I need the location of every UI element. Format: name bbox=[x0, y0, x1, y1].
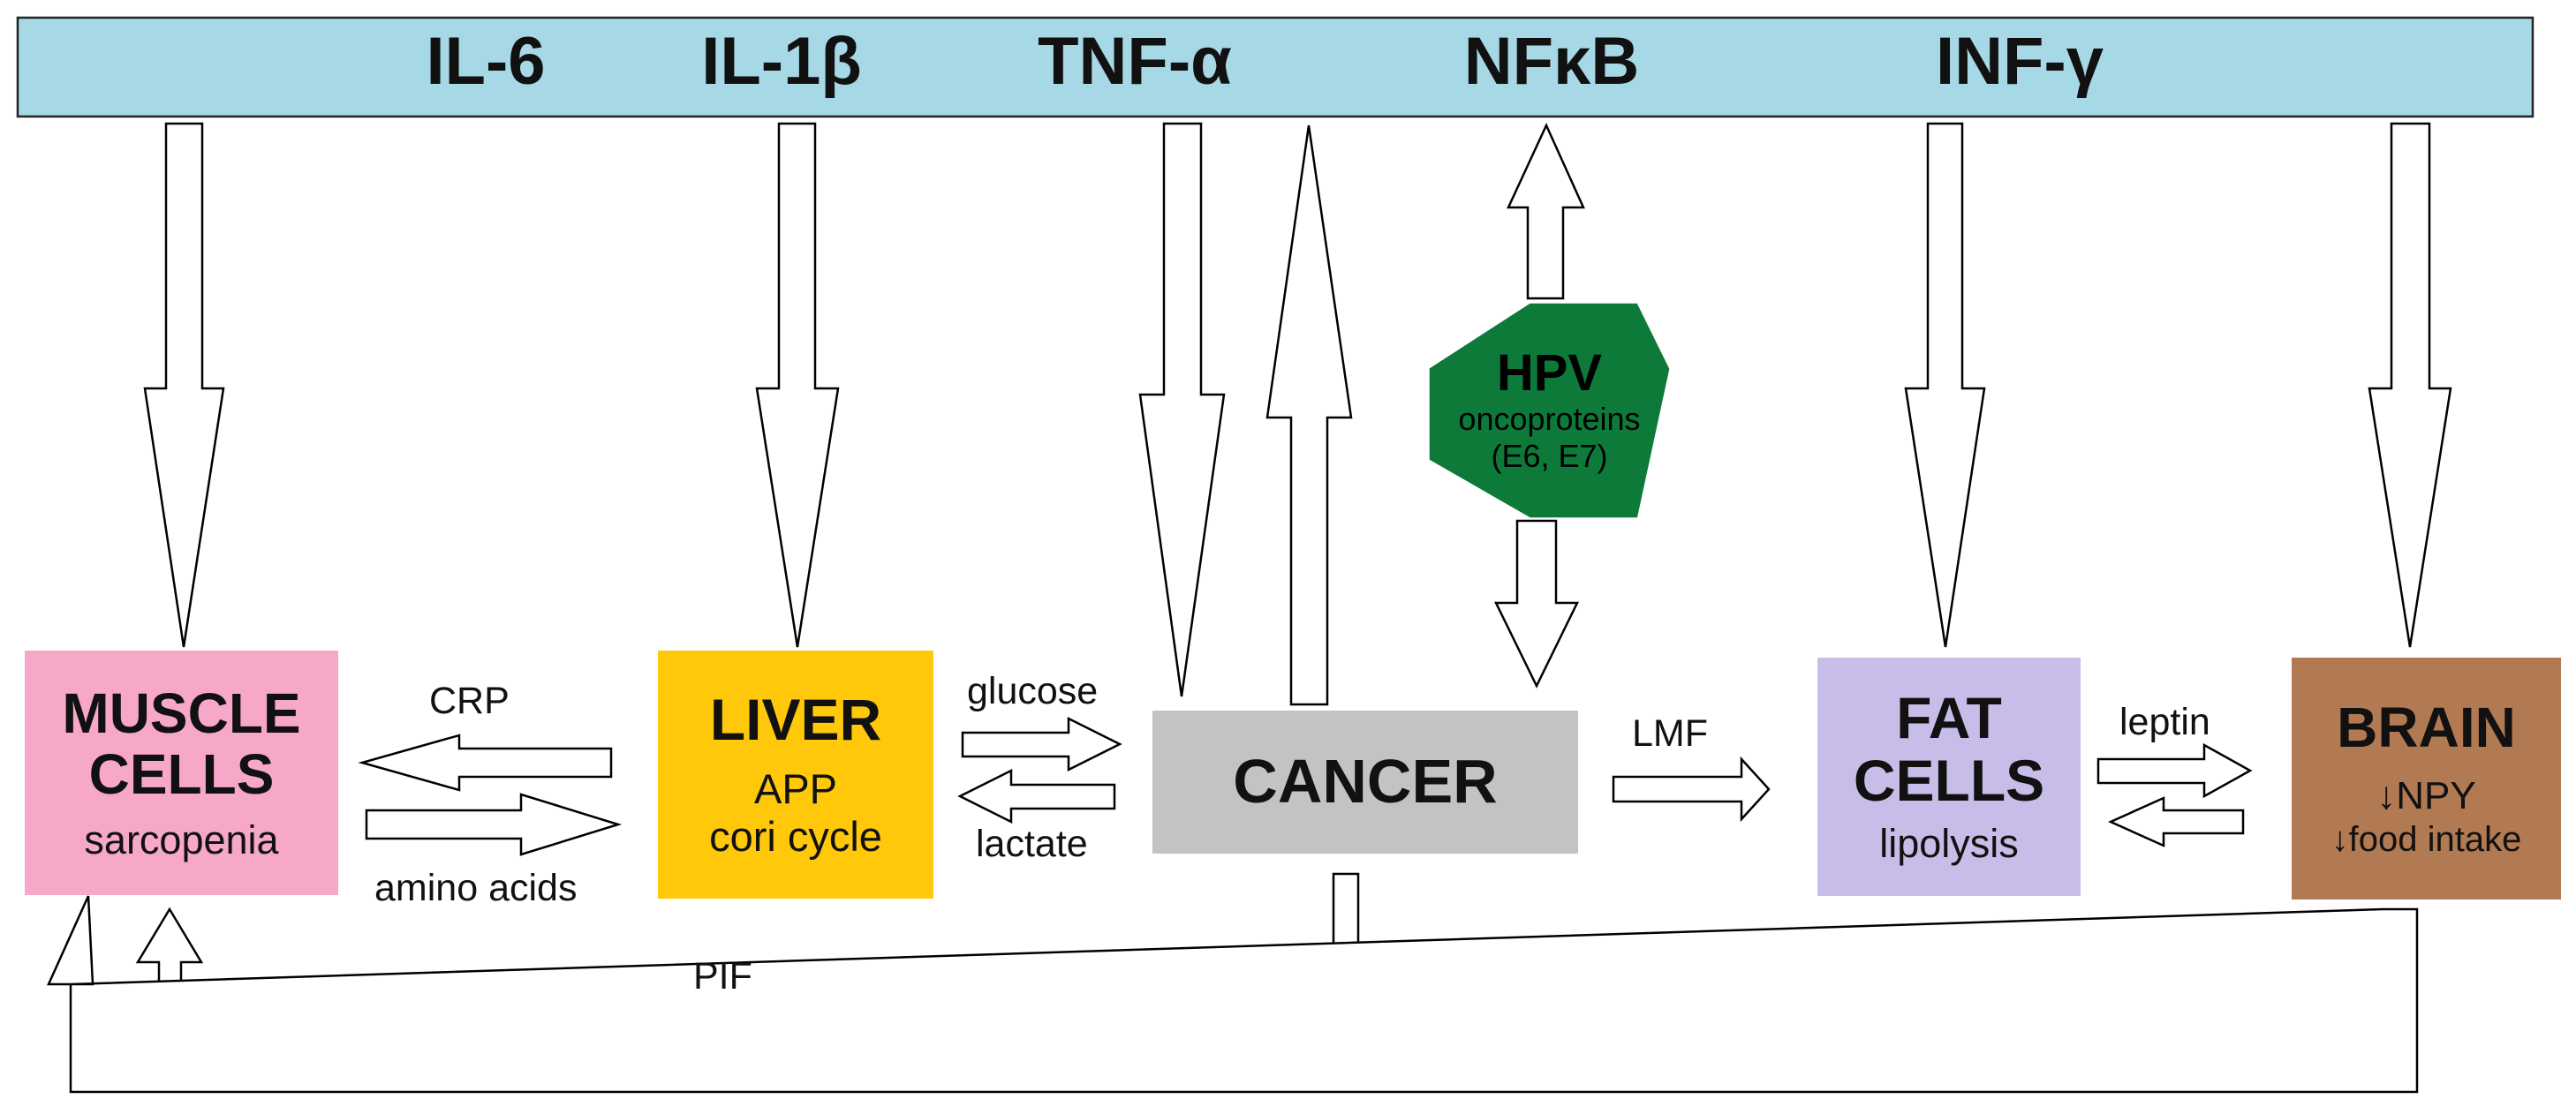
brain-title: BRAIN bbox=[2337, 696, 2516, 760]
label-amino-acids: amino acids bbox=[374, 867, 578, 909]
fat-cells-node: FAT CELLS lipolysis bbox=[1817, 658, 2081, 896]
label-lactate: lactate bbox=[976, 823, 1088, 865]
arrow-hpv-to-nfkb bbox=[1507, 122, 1585, 300]
cancer-title: CANCER bbox=[1233, 747, 1498, 817]
cancer-node: CANCER bbox=[1152, 711, 1578, 854]
hpv-title: HPV bbox=[1496, 343, 1603, 402]
arrow-crp bbox=[358, 734, 613, 792]
brain-node: BRAIN ↓NPY ↓food intake bbox=[2292, 658, 2561, 899]
arrow-leptin bbox=[2096, 742, 2253, 799]
muscle-subtitle: sarcopenia bbox=[84, 817, 279, 862]
label-pif: PIF bbox=[693, 955, 752, 997]
arrow-inf-to-fat bbox=[1904, 122, 1986, 648]
label-leptin: leptin bbox=[2119, 701, 2210, 743]
muscle-cells-node: MUSCLE CELLS sarcopenia bbox=[25, 651, 338, 895]
liver-line2: cori cycle bbox=[709, 813, 882, 861]
arrow-cancer-to-banner bbox=[1265, 124, 1353, 706]
label-crp: CRP bbox=[429, 680, 510, 722]
arrow-il1b-to-liver bbox=[755, 122, 840, 648]
fat-subtitle: lipolysis bbox=[1879, 821, 2019, 867]
hpv-line1: oncoproteins bbox=[1458, 401, 1641, 438]
cytokine-il1b: IL-1β bbox=[701, 24, 862, 99]
hpv-line2: (E6, E7) bbox=[1491, 437, 1608, 474]
hpv-hexagon bbox=[1429, 303, 1670, 518]
arrow-amino-acids bbox=[365, 793, 623, 856]
hpv-label: HPV oncoproteins (E6, E7) bbox=[1431, 311, 1668, 509]
label-lmf: LMF bbox=[1632, 712, 1708, 755]
cytokine-inf: INF-γ bbox=[1936, 24, 2104, 99]
cytokine-banner bbox=[16, 16, 2534, 118]
arrow-banner-to-brain bbox=[2368, 122, 2452, 648]
cytokine-il6: IL-6 bbox=[426, 24, 546, 99]
brain-line2: ↓food intake bbox=[2330, 819, 2522, 859]
muscle-title-1: MUSCLE bbox=[62, 681, 301, 745]
arrow-glucose bbox=[961, 716, 1122, 772]
liver-title: LIVER bbox=[709, 686, 882, 752]
arrow-il6-to-muscle bbox=[143, 122, 225, 648]
arrow-leptin-back bbox=[2107, 796, 2245, 847]
muscle-title-2: CELLS bbox=[88, 741, 275, 806]
brain-line1: ↓NPY bbox=[2376, 774, 2476, 818]
arrow-tnf-to-cancer bbox=[1138, 122, 1226, 697]
arrow-lmf bbox=[1612, 756, 1771, 823]
arrow-lactate bbox=[957, 768, 1116, 824]
fat-title-1: FAT bbox=[1896, 684, 2002, 750]
liver-line1: APP bbox=[753, 765, 838, 813]
cytokine-tnf: TNF-α bbox=[1038, 24, 1232, 99]
label-glucose: glucose bbox=[967, 670, 1099, 712]
cytokine-nfkb: NFκB bbox=[1463, 24, 1640, 99]
fat-title-2: CELLS bbox=[1853, 748, 2045, 814]
arrow-brain-to-muscle bbox=[47, 895, 2419, 1094]
liver-node: LIVER APP cori cycle bbox=[658, 651, 933, 899]
arrow-hpv-to-cancer bbox=[1493, 519, 1580, 689]
